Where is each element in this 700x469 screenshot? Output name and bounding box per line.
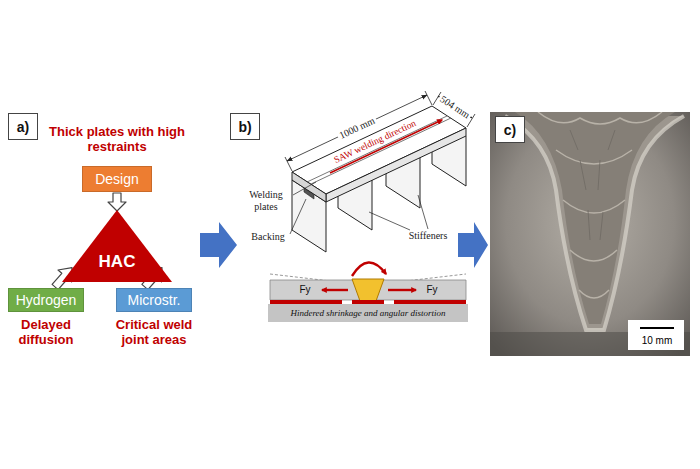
weld-macrograph xyxy=(608,130,615,150)
welding-plate xyxy=(292,172,326,202)
weld-macrograph xyxy=(588,210,590,240)
cross-section xyxy=(376,280,466,300)
leader-line xyxy=(418,195,428,229)
cross-section xyxy=(394,300,466,304)
weld-macrograph xyxy=(570,130,615,240)
weld-macrograph xyxy=(570,250,617,261)
cross-section xyxy=(268,262,468,322)
dimension: 504 mm xyxy=(436,92,473,122)
weld-macrograph xyxy=(563,200,625,213)
part-name: Backing xyxy=(251,231,284,243)
force-label: Fy xyxy=(299,284,310,296)
section-caption: Hindered shrinkage and angular distortio… xyxy=(290,308,445,318)
panel-label: b) xyxy=(238,119,251,135)
leader-line xyxy=(293,182,316,195)
flow-arrow xyxy=(200,222,237,268)
node-text: Design xyxy=(95,171,139,187)
panel-tag: c) xyxy=(495,116,525,143)
triangle-shape xyxy=(62,210,172,282)
weld-seam xyxy=(311,118,451,184)
node-text: HAC xyxy=(62,252,172,272)
cross-section xyxy=(352,300,384,304)
cross-section xyxy=(268,304,468,322)
part-name: Stiffeners xyxy=(409,230,448,242)
weld-macrograph xyxy=(556,150,632,164)
triangle-shape xyxy=(62,210,172,282)
weld-macrograph xyxy=(580,160,586,190)
weld-macrograph xyxy=(538,112,662,298)
block-arrow xyxy=(108,193,126,211)
flow-arrow xyxy=(200,222,488,268)
panel-label: c) xyxy=(504,122,516,138)
scale-label: 10 mm xyxy=(642,335,673,347)
node-text: Hydrogen xyxy=(16,292,77,308)
leader-line xyxy=(290,182,428,234)
leader-line xyxy=(369,212,410,230)
weld-macrograph xyxy=(570,130,578,150)
factor-box: Hydrogen xyxy=(8,288,84,312)
panel-tag: b) xyxy=(230,113,260,140)
backing-strip xyxy=(304,188,314,199)
flow-arrow xyxy=(458,222,488,268)
scale-bar xyxy=(628,320,684,350)
node-text: Microstr. xyxy=(128,292,181,308)
weld-macrograph xyxy=(600,212,603,240)
cross-section xyxy=(270,300,342,304)
weld-macrograph xyxy=(490,332,690,356)
dimension-line xyxy=(425,91,432,105)
cross-section xyxy=(352,262,386,276)
weld-seam xyxy=(307,116,447,182)
force-label: Fy xyxy=(426,284,437,296)
weld-macrograph xyxy=(490,112,690,356)
welding-plate xyxy=(292,106,466,194)
part-name: Welding plates xyxy=(243,189,289,212)
panel-label: a) xyxy=(17,119,29,135)
factor-box: Microstr. xyxy=(116,288,192,312)
note-text: Delayed diffusion xyxy=(5,318,87,348)
dimension-line xyxy=(285,91,475,171)
factor-box: Design xyxy=(82,166,152,192)
weld-macrograph xyxy=(598,160,600,190)
welding-plate xyxy=(292,106,466,202)
scale-bar xyxy=(628,320,684,350)
leader-line xyxy=(290,199,306,234)
cross-section xyxy=(322,289,348,291)
weld-macrograph xyxy=(579,290,609,298)
note-text: Critical weld joint areas xyxy=(103,318,205,348)
cross-section xyxy=(352,279,384,301)
panel-tag: a) xyxy=(8,113,38,140)
weld-seam xyxy=(307,116,451,184)
weld-macrograph xyxy=(490,112,690,356)
cross-section xyxy=(388,289,416,291)
hac-triangle: HAC xyxy=(62,210,172,282)
note-text: Thick plates with high restraints xyxy=(47,125,187,155)
weld-macrograph xyxy=(538,112,662,124)
weld-macrograph xyxy=(515,112,675,324)
scale-bar xyxy=(640,327,674,329)
cross-section xyxy=(270,280,360,300)
